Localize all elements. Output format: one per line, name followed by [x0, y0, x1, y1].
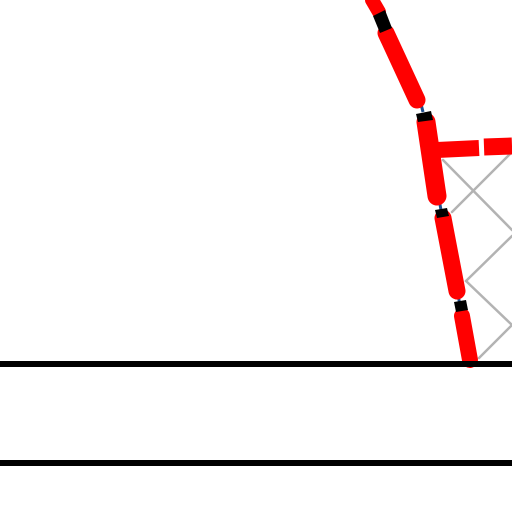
joint-upper: [416, 111, 433, 122]
truss-strut: [450, 150, 512, 214]
creature-joints: [373, 10, 468, 312]
joint-top: [373, 10, 392, 33]
creature-body: [365, 0, 512, 368]
limb-segment-arm-left: [436, 140, 480, 158]
limb-segment-upper: [377, 24, 426, 109]
ground: [0, 361, 512, 466]
limb-segment-mid: [416, 112, 447, 206]
truss-bracing: [441, 150, 512, 360]
truss-strut: [464, 234, 512, 283]
limb-segment-top: [365, 0, 386, 19]
truss-strut: [464, 279, 512, 327]
limb-segment-arm-right: [483, 137, 512, 156]
truss-strut: [477, 323, 512, 360]
limb-segment-lower: [434, 209, 466, 300]
joint-mid: [435, 208, 449, 218]
joint-lower: [454, 300, 468, 312]
truss-strut: [441, 158, 512, 232]
limb-segment-foot: [454, 308, 478, 368]
